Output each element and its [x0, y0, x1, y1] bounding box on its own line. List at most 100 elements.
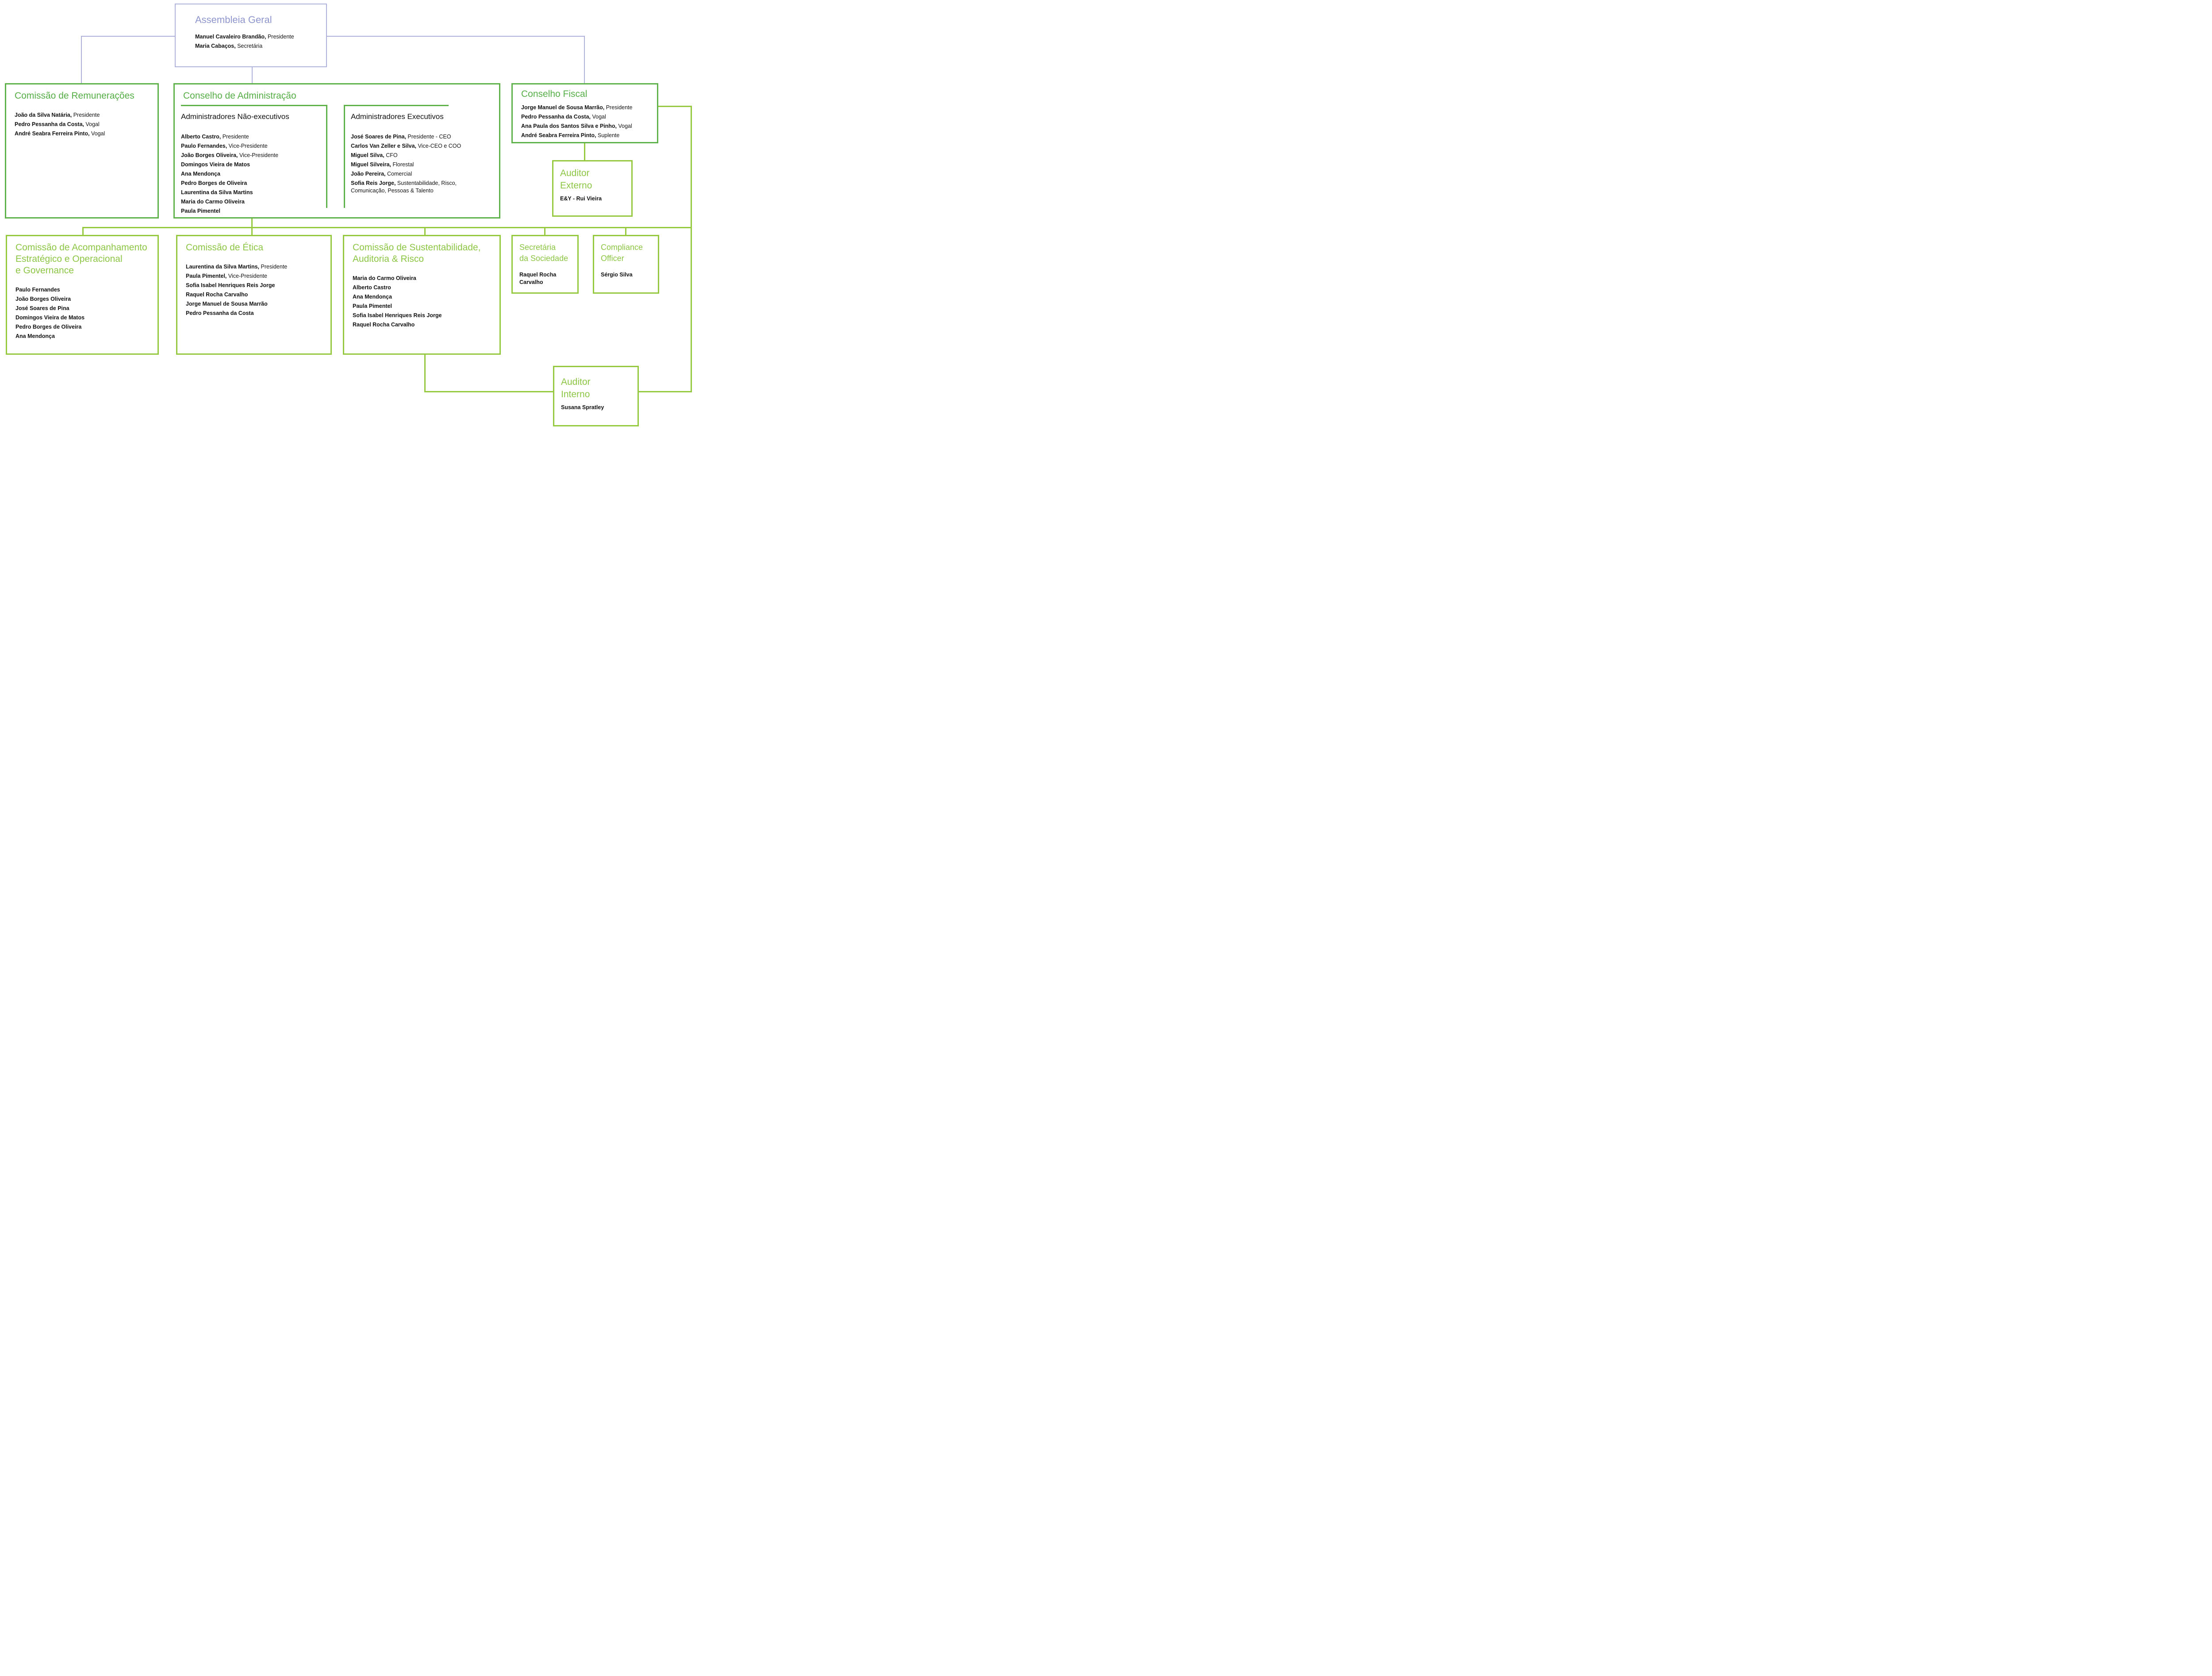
connector-fiscal-to-auditor-externo: [584, 143, 585, 160]
org-chart: Assembleia Geral Manuel Cavaleiro Brandã…: [0, 0, 694, 428]
member: Pedro Borges de Oliveira: [181, 180, 247, 186]
box-title: Assembleia Geral: [195, 14, 323, 26]
member: Ana Mendonça: [181, 171, 220, 177]
connector-purple-right-horizontal: [327, 36, 585, 37]
member: Jorge Manuel de Sousa Marrão, Presidente: [521, 104, 633, 111]
member: Paulo Fernandes: [15, 287, 60, 293]
member-list: Susana Spratley: [561, 404, 633, 411]
box-title: Secretária da Sociedade: [519, 242, 573, 264]
box-title-line: Comissão de Ética: [186, 242, 264, 253]
connector-drop-acompanhamento: [82, 227, 84, 236]
box-title-line: Comissão de Acompanhamento: [15, 242, 147, 253]
box-conselho-fiscal: Conselho Fiscal Jorge Manuel de Sousa Ma…: [511, 83, 658, 143]
connector-purple-right-vertical: [584, 36, 585, 83]
connector-sustentabilidade-down: [424, 355, 426, 392]
member: Susana Spratley: [561, 404, 604, 410]
member: Sofia Reis Jorge, Sustentabilidade, Risc…: [351, 180, 457, 194]
nonexec-top-border: [181, 105, 327, 106]
member: Paulo Fernandes, Vice-Presidente: [181, 143, 268, 149]
member: Miguel Silva, CFO: [351, 152, 398, 158]
connector-right-vertical: [691, 106, 692, 392]
member: Alberto Castro, Presidente: [181, 134, 249, 140]
member: Maria do Carmo Oliveira: [353, 275, 416, 281]
box-comissao-etica: Comissão de Ética Laurentina da Silva Ma…: [176, 235, 332, 355]
member: Ana Mendonça: [353, 294, 392, 300]
member: José Soares de Pina: [15, 305, 69, 311]
member: Pedro Pessanha da Costa, Vogal: [521, 114, 606, 120]
box-title-line: Conselho Fiscal: [521, 89, 588, 99]
member: Raquel Rocha Carvalho: [353, 322, 415, 328]
member: Paula Pimentel: [181, 208, 220, 214]
connector-distribution-horizontal: [82, 227, 692, 228]
member: Laurentina da Silva Martins: [181, 189, 253, 196]
connector-auditor-interno-right: [639, 391, 692, 392]
box-title: Comissão de Sustentabilidade,Auditoria &…: [353, 242, 496, 265]
box-title-line: Secretária: [519, 243, 556, 252]
exec-top-border: [344, 105, 449, 106]
box-title-line: Officer: [601, 254, 624, 263]
box-title: Comissão de Ética: [186, 242, 327, 253]
connector-admin-to-distribution: [251, 219, 253, 228]
member: Manuel Cavaleiro Brandão, Presidente: [195, 34, 294, 40]
connector-fiscal-right-horizontal: [658, 106, 692, 107]
member: Raquel Rocha Carvalho: [186, 291, 248, 298]
box-title: Comissão de Remunerações: [15, 90, 154, 102]
member: Alberto Castro: [353, 284, 391, 291]
member-list: Jorge Manuel de Sousa Marrão, Presidente…: [521, 104, 653, 139]
connector-purple-left-horizontal: [81, 36, 175, 37]
subbox-administradores-executivos: Administradores Executivos José Soares d…: [351, 111, 484, 196]
connector-drop-sustentabilidade: [424, 227, 426, 236]
box-title: Conselho Fiscal: [521, 88, 653, 100]
subbox-title: Administradores Não-executivos: [181, 112, 289, 121]
member: Ana Mendonça: [15, 333, 55, 339]
box-secretaria-sociedade: Secretária da Sociedade Raquel Rocha Carv…: [511, 235, 579, 294]
member: Pedro Pessanha da Costa, Vogal: [15, 121, 100, 127]
box-title-line: Compliance: [601, 243, 643, 252]
member: Miguel Silveira, Florestal: [351, 161, 414, 168]
box-title-line: Estratégico e Operacional: [15, 254, 123, 264]
member: Domingos Vieira de Matos: [181, 161, 250, 168]
member: João Pereira, Comercial: [351, 171, 412, 177]
box-assembleia-geral: Assembleia Geral Manuel Cavaleiro Brandã…: [175, 4, 327, 67]
member: José Soares de Pina, Presidente - CEO: [351, 134, 451, 140]
member: Jorge Manuel de Sousa Marrão: [186, 301, 268, 307]
box-title-line: Assembleia Geral: [195, 14, 272, 25]
box-title-line: Comissão de Remunerações: [15, 91, 134, 101]
member: Sérgio Silva: [601, 272, 633, 278]
member-list: Raquel Rocha Carvalho: [519, 271, 573, 286]
member: André Seabra Ferreira Pinto, Vogal: [15, 130, 105, 137]
connector-auditor-interno-left: [424, 391, 553, 392]
box-comissao-sustentabilidade: Comissão de Sustentabilidade,Auditoria &…: [343, 235, 501, 355]
box-title-line: Conselho de Administração: [183, 91, 296, 101]
box-title-line: Auditor: [561, 377, 591, 387]
member: Sofia Isabel Henriques Reis Jorge: [353, 312, 442, 318]
connector-purple-bottom-vertical: [252, 67, 253, 83]
member: João da Silva Natária, Presidente: [15, 112, 100, 118]
nonexec-right-border: [326, 105, 327, 208]
member-list: E&Y - Rui Vieira: [560, 195, 627, 203]
member: Carlos Van Zeller e Silva, Vice-CEO e CO…: [351, 143, 461, 149]
member: André Seabra Ferreira Pinto, Suplente: [521, 132, 620, 138]
member: Domingos Vieira de Matos: [15, 314, 85, 321]
member: Paula Pimentel, Vice-Presidente: [186, 273, 267, 279]
box-title-line: da Sociedade: [519, 254, 568, 263]
member: Pedro Borges de Oliveira: [15, 324, 82, 330]
box-title-line: Auditor: [560, 168, 590, 178]
subbox-administradores-nao-executivos: Administradores Não-executivos Alberto C…: [181, 111, 327, 217]
exec-left-border: [344, 105, 345, 208]
member: João Borges Oliveira: [15, 296, 71, 302]
member: Raquel Rocha Carvalho: [519, 272, 557, 285]
box-title-line: Auditoria & Risco: [353, 254, 424, 264]
